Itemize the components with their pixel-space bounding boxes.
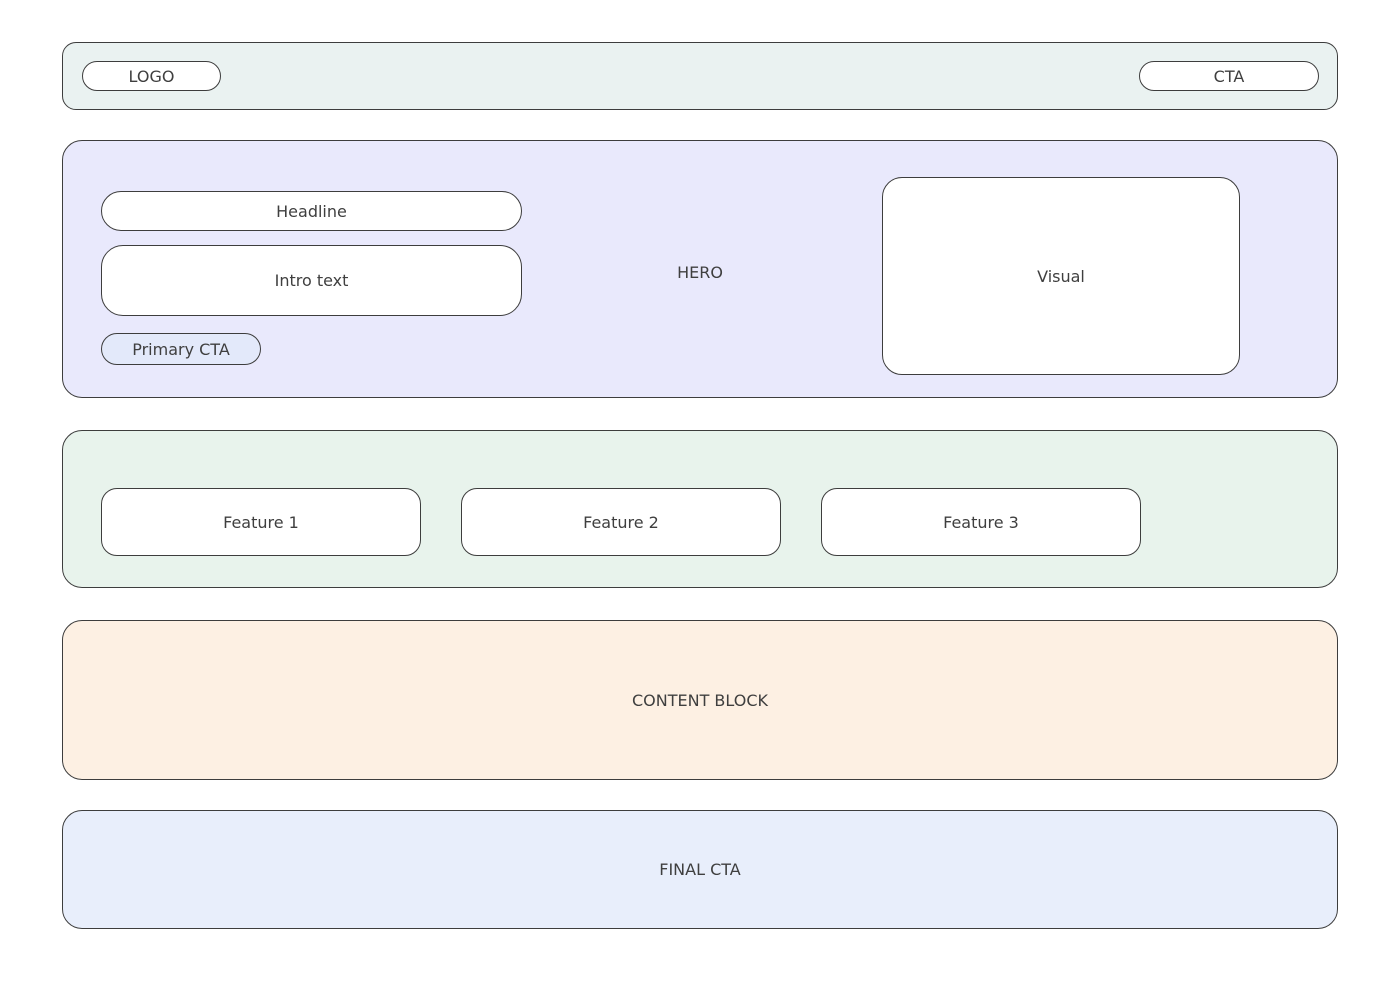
- hero-section: Headline Intro text Primary CTA HERO Vis…: [62, 140, 1338, 398]
- final-cta-section: FINAL CTA: [62, 810, 1338, 929]
- visual-placeholder: Visual: [882, 177, 1240, 375]
- intro-text-box: Intro text: [101, 245, 522, 316]
- headline-box: Headline: [101, 191, 522, 231]
- content-block-section: CONTENT BLOCK: [62, 620, 1338, 780]
- feature-card-3: Feature 3: [821, 488, 1141, 556]
- header-bar: LOGO CTA: [62, 42, 1338, 110]
- header-cta-button[interactable]: CTA: [1139, 61, 1319, 91]
- feature-card-2: Feature 2: [461, 488, 781, 556]
- logo-pill: LOGO: [82, 61, 221, 91]
- hero-section-label: HERO: [677, 263, 723, 282]
- final-cta-label: FINAL CTA: [659, 860, 741, 879]
- features-section: Feature 1 Feature 2 Feature 3: [62, 430, 1338, 588]
- primary-cta-button[interactable]: Primary CTA: [101, 333, 261, 365]
- content-block-label: CONTENT BLOCK: [631, 690, 769, 710]
- feature-card-1: Feature 1: [101, 488, 421, 556]
